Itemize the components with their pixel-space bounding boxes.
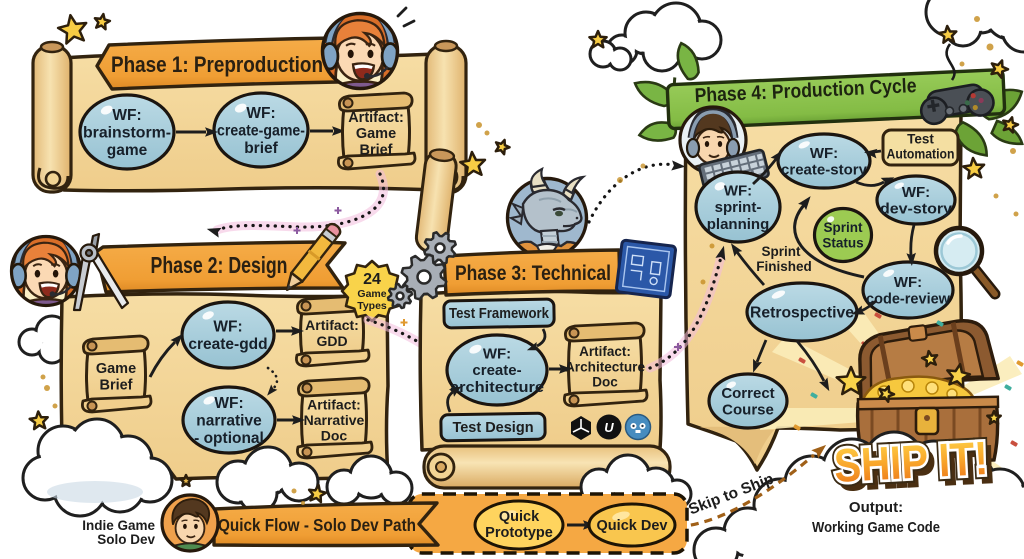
svg-text:Narrative: Narrative <box>304 412 365 428</box>
svg-text:Sprint: Sprint <box>762 244 802 259</box>
svg-text:code-review: code-review <box>866 291 950 308</box>
svg-text:Doc: Doc <box>592 375 618 390</box>
svg-text:Working Game Code: Working Game Code <box>812 519 940 536</box>
svg-text:Indie Game: Indie Game <box>82 518 155 533</box>
svg-text:Quick Flow - Solo Dev Path: Quick Flow - Solo Dev Path <box>218 515 416 535</box>
svg-text:Phase 1: Preproduction: Phase 1: Preproduction <box>111 52 323 77</box>
svg-text:Solo Dev: Solo Dev <box>97 532 155 547</box>
svg-text:Automation: Automation <box>887 147 955 162</box>
svg-text:Architecture: Architecture <box>565 359 645 374</box>
svg-text:SHIP IT!: SHIP IT! <box>838 437 995 498</box>
svg-text:sprint-: sprint- <box>715 199 762 216</box>
svg-text:- optional: - optional <box>194 430 264 447</box>
svg-text:create-gdd: create-gdd <box>188 336 267 353</box>
svg-text:Test Framework: Test Framework <box>449 306 550 322</box>
svg-text:Phase 2: Design: Phase 2: Design <box>151 252 288 278</box>
svg-text:24: 24 <box>363 271 381 288</box>
svg-text:Artifact:: Artifact: <box>307 396 361 412</box>
svg-text:Artifact:: Artifact: <box>348 110 404 126</box>
svg-text:Doc: Doc <box>321 428 348 444</box>
svg-text:Brief: Brief <box>359 143 392 159</box>
svg-text:Game: Game <box>356 126 396 142</box>
svg-text:Game: Game <box>357 288 386 300</box>
svg-text:Artifact:: Artifact: <box>579 344 631 359</box>
svg-text:create-game-: create-game- <box>217 122 305 139</box>
svg-text:planning: planning <box>707 216 770 233</box>
svg-text:Game: Game <box>96 361 136 377</box>
svg-text:WF:: WF: <box>213 319 242 336</box>
svg-text:WF:: WF: <box>810 145 838 162</box>
svg-text:Retrospective: Retrospective <box>750 304 854 321</box>
svg-text:Status: Status <box>822 235 863 250</box>
svg-text:Course: Course <box>722 402 774 419</box>
svg-text:U: U <box>604 420 614 435</box>
svg-text:narrative: narrative <box>196 412 262 429</box>
svg-text:game: game <box>107 142 148 159</box>
svg-text:Test: Test <box>907 132 934 147</box>
svg-text:Output:: Output: <box>849 499 903 516</box>
svg-text:Quick: Quick <box>499 509 540 525</box>
svg-text:WF:: WF: <box>483 345 511 362</box>
svg-text:Prototype: Prototype <box>485 525 553 541</box>
svg-text:Finished: Finished <box>756 259 812 274</box>
svg-text:create-story: create-story <box>781 162 868 179</box>
svg-text:Sprint: Sprint <box>824 220 864 235</box>
svg-text:brief: brief <box>244 140 278 157</box>
svg-text:GDD: GDD <box>316 333 347 349</box>
svg-text:Brief: Brief <box>99 377 132 393</box>
svg-text:Test Design: Test Design <box>452 420 533 436</box>
svg-text:dev-story: dev-story <box>880 201 953 218</box>
svg-text:Correct: Correct <box>721 385 774 402</box>
svg-text:Artifact:: Artifact: <box>305 317 359 333</box>
svg-text:Phase 3: Technical: Phase 3: Technical <box>455 262 611 285</box>
svg-text:WF:: WF: <box>112 107 141 124</box>
svg-text:SHIP IT!: SHIP IT! <box>833 431 990 492</box>
svg-text:WF:: WF: <box>724 182 752 199</box>
svg-text:architecture: architecture <box>450 379 544 396</box>
svg-text:WF:: WF: <box>902 184 930 201</box>
svg-text:Types: Types <box>357 300 387 312</box>
svg-text:WF:: WF: <box>246 105 275 122</box>
svg-text:SHIP IT!: SHIP IT! <box>833 431 990 492</box>
svg-text:WF:: WF: <box>894 274 922 291</box>
svg-text:Quick Dev: Quick Dev <box>597 518 668 534</box>
svg-text:brainstorm-: brainstorm- <box>83 124 171 141</box>
svg-text:WF:: WF: <box>214 395 243 412</box>
svg-text:create-: create- <box>472 362 521 379</box>
